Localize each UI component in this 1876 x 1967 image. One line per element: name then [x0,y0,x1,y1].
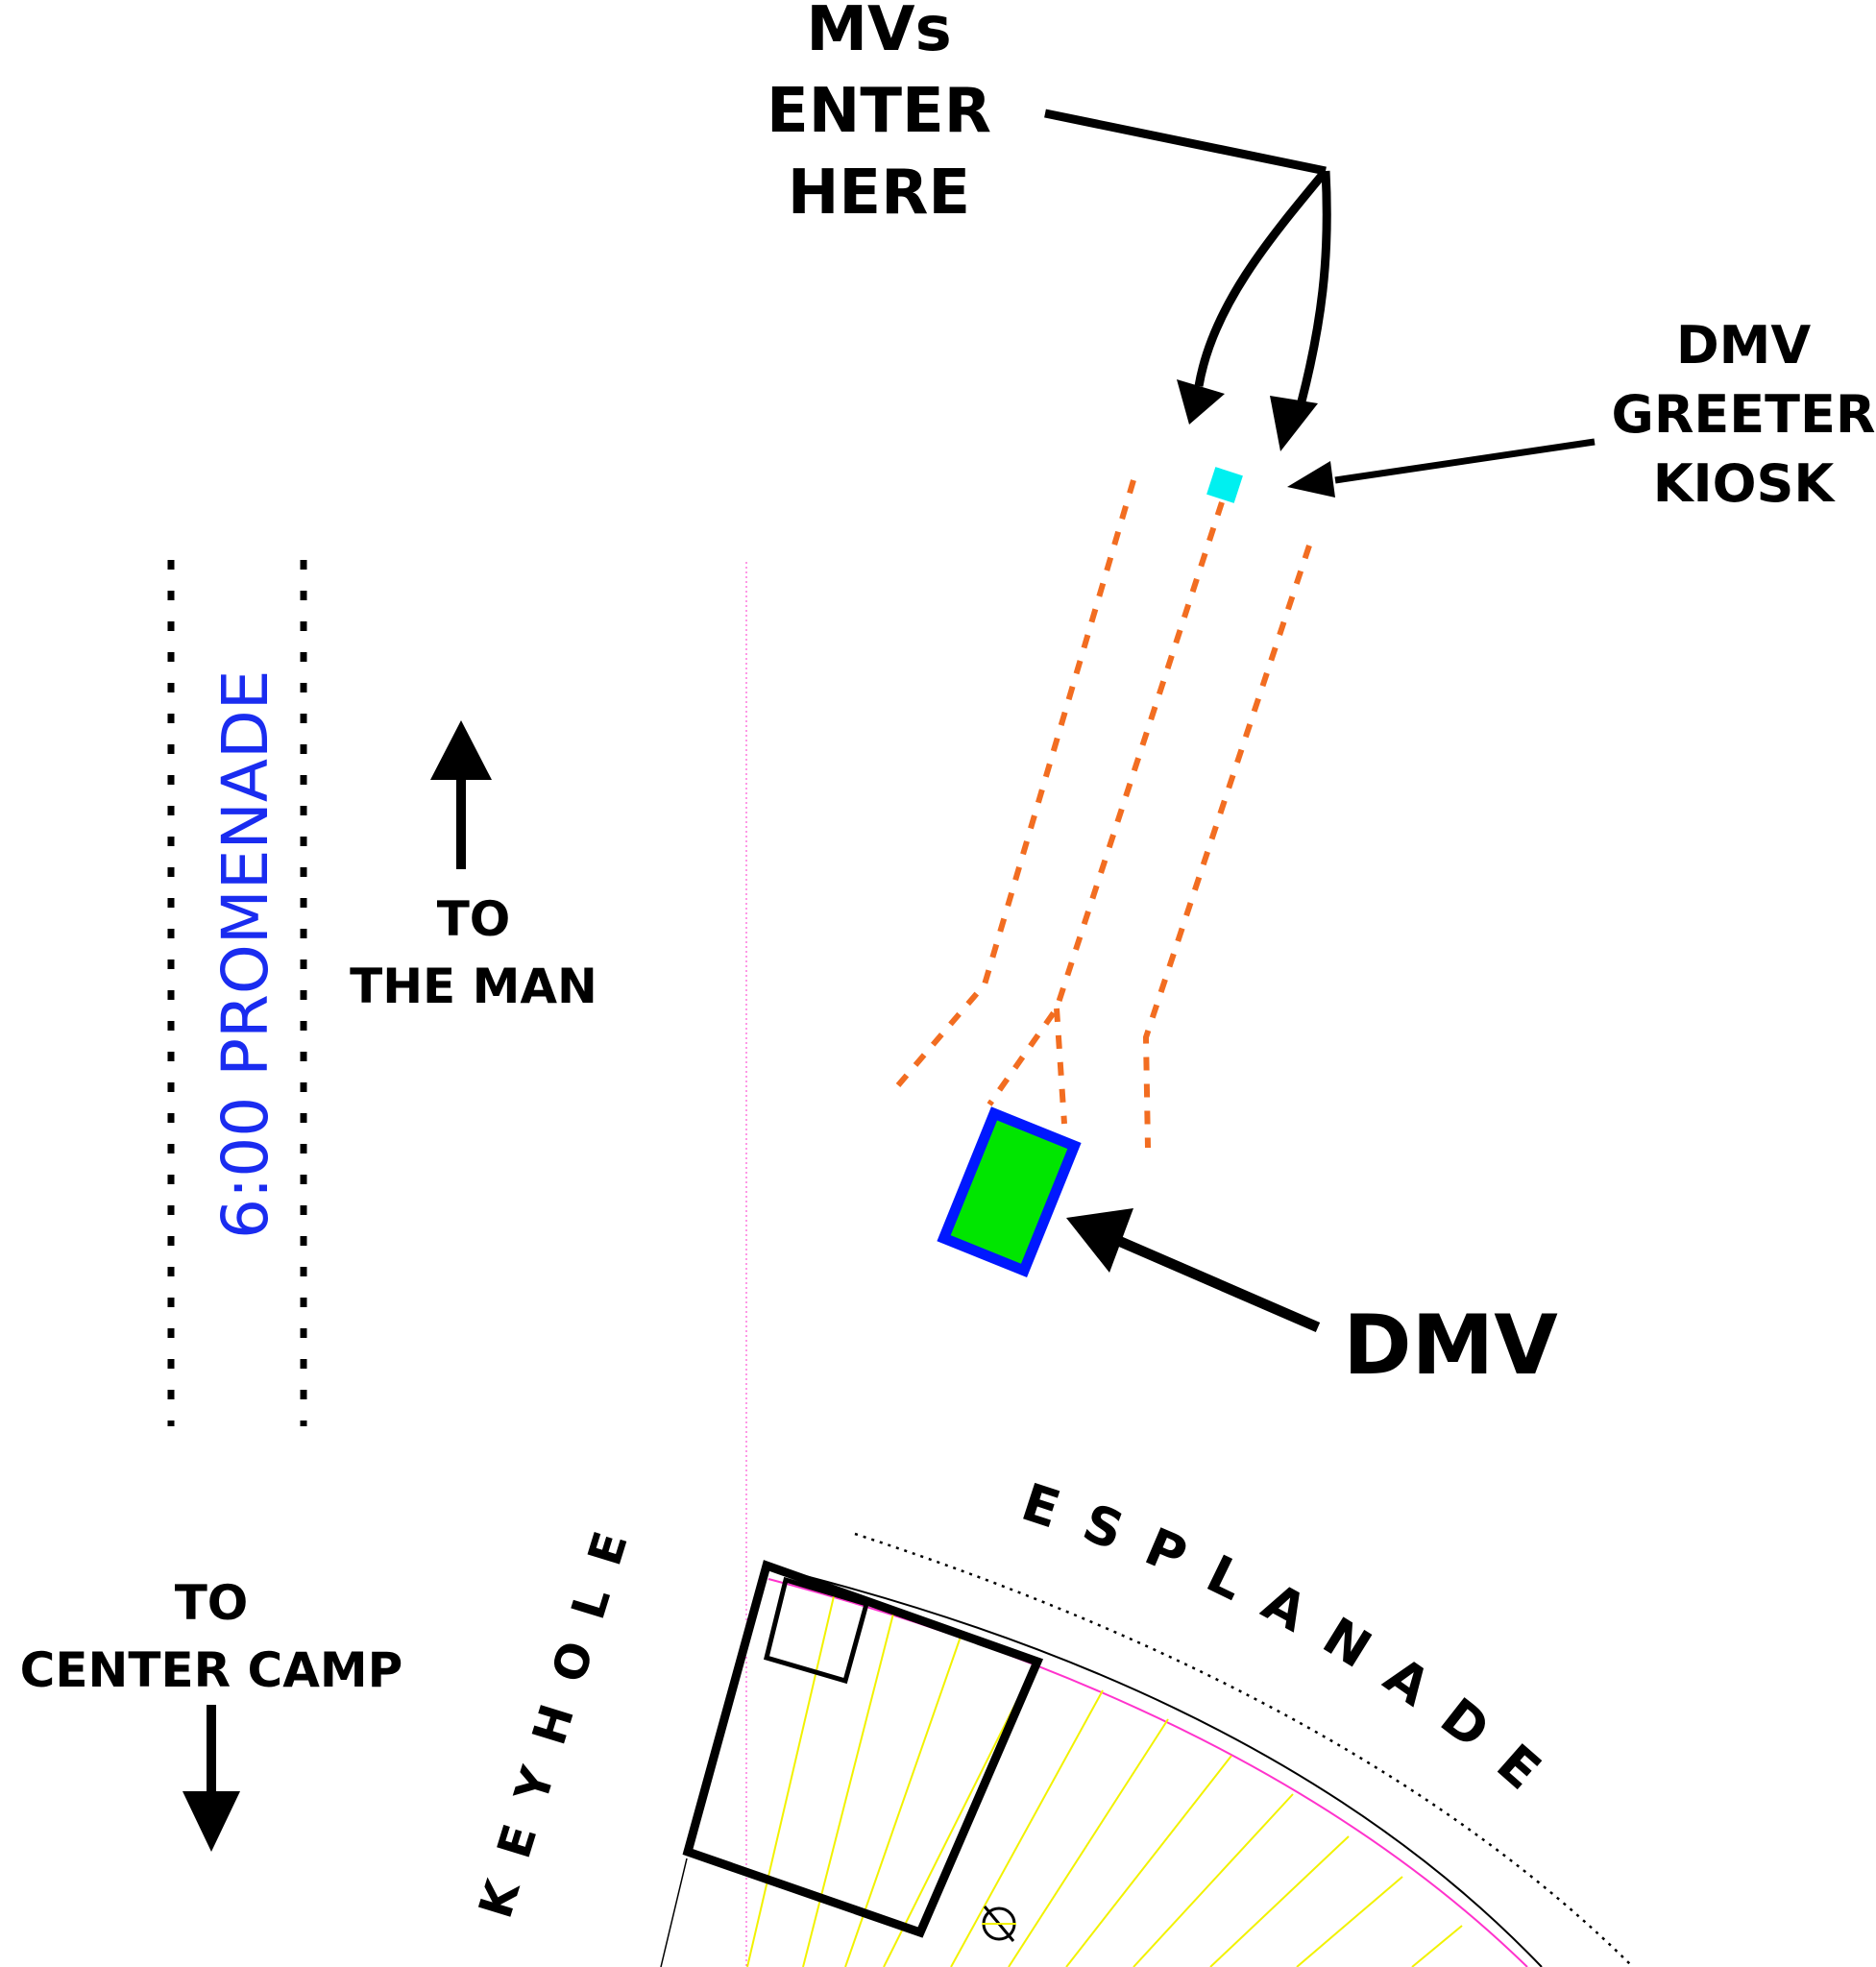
dmv-pointer-arrowhead-icon [1066,1208,1133,1273]
dmv-pointer-line [1111,1233,1321,1333]
to-the-man-line1: TO [437,891,511,947]
lane-right [1142,545,1312,1149]
esplanade-pink-line [767,1578,1528,1967]
lane-center-branch [1054,1008,1067,1125]
esplanade-label: ESPLANADE [1014,1471,1573,1820]
to-center-camp-line2: CENTER CAMP [20,1642,403,1698]
keyhole-label: KEYHOLE [469,1500,646,1925]
greeter-kiosk-line3: KIOSK [1653,453,1837,514]
to-the-man-arrow-icon [430,720,492,869]
mvs-enter-line3: HERE [788,158,970,229]
kiosk-pointer-arrowhead-icon [1287,461,1335,498]
greeter-kiosk [1206,467,1243,503]
mvs-enter-line2: ENTER [767,76,991,147]
to-the-man-line2: THE MAN [350,959,597,1014]
entry-arrows-icon [1044,109,1331,403]
greeter-kiosk-line2: GREETER [1612,384,1876,445]
lane-left [895,479,1136,1087]
promenade-label: 6:00 PROMENADE [208,670,282,1240]
entry-arrowhead-left-icon [1177,379,1225,425]
mvs-enter-line1: MVs [806,0,951,65]
to-center-camp-arrow-icon [183,1705,240,1852]
greeter-kiosk-line1: DMV [1676,315,1812,376]
target-icon [982,1906,1016,1942]
camp-structure [682,1560,1044,1938]
keyhole-edge-line [660,1858,688,1967]
dmv-booth [937,1106,1082,1278]
entry-arrowhead-right-icon [1270,396,1318,451]
dmv-label: DMV [1343,1298,1558,1394]
kiosk-pointer-line [1334,438,1596,484]
esplanade-curb [763,1565,1543,1967]
to-center-camp-line1: TO [175,1575,249,1631]
queue-lanes [895,479,1312,1149]
camp-structure-annex [763,1576,870,1685]
lane-center [987,501,1225,1106]
